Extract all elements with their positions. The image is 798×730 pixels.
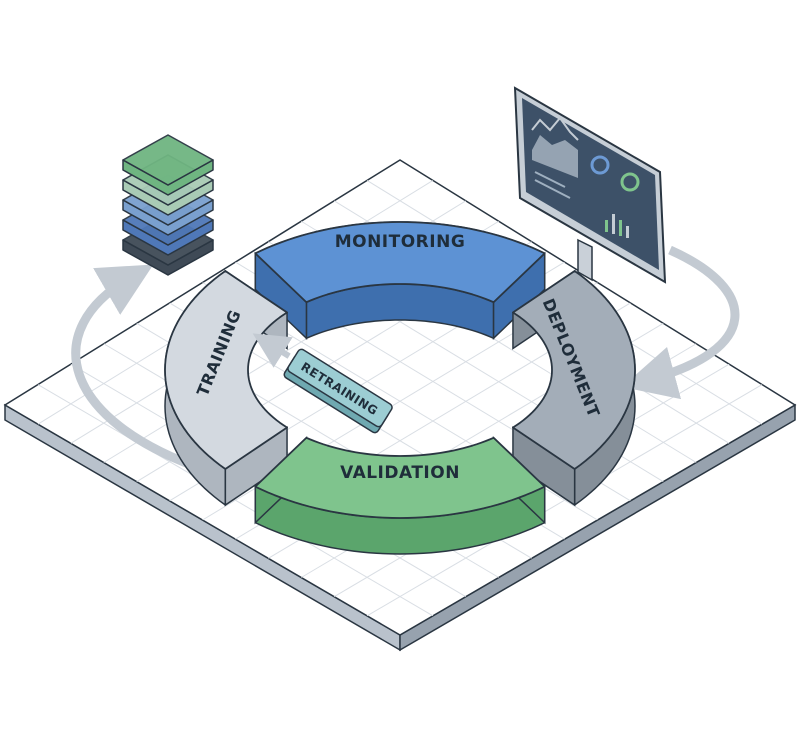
stage-monitoring[interactable] [254,221,546,340]
stage-deployment[interactable] [512,269,636,507]
stage-label-validation: VALIDATION [340,463,460,483]
retraining-block[interactable]: RETRAINING [252,332,393,434]
lifecycle-ring [164,221,636,555]
database-stack-icon [122,134,214,276]
database-layer [122,134,214,196]
stage-validation[interactable] [254,436,546,555]
retraining-arrow [252,333,293,368]
monitor-dashboard-icon [513,86,667,284]
stage-label-monitoring: MONITORING [335,232,466,252]
stage-training[interactable] [164,269,288,507]
grid-line [366,384,763,617]
arrow-dashboard-to-deployment [621,245,740,400]
arrow-training-to-data [71,264,207,475]
